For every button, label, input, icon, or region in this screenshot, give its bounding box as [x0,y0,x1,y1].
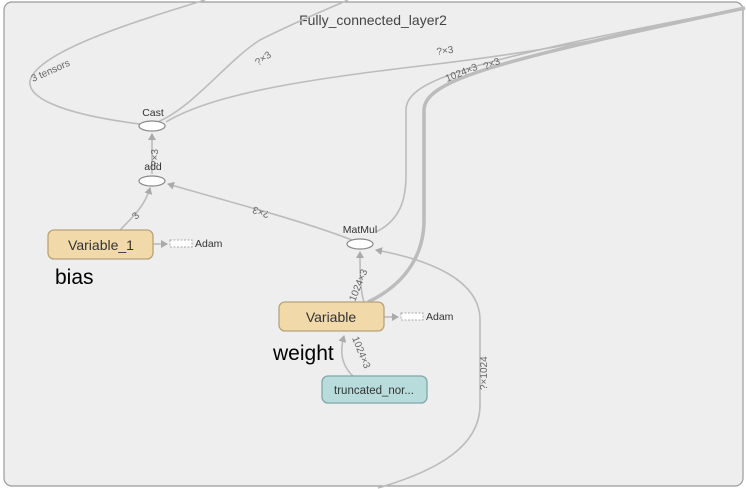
edge-var1-to-add[interactable] [119,187,153,231]
variable-1-box[interactable] [47,229,154,260]
variable-box[interactable] [278,301,385,332]
add-node-label: add [144,161,162,173]
add-node[interactable]: add [138,161,166,187]
adam-aux-box-2[interactable] [400,312,424,321]
edge-three-tensors[interactable] [29,0,206,125]
variable-1-node[interactable]: Variable_1 [47,229,154,260]
edge-right-input[interactable] [375,247,481,489]
adam-aux-label-2: Adam [426,311,454,323]
matmul-node[interactable]: MatMul [343,224,377,250]
truncated-normal-label: truncated_nor... [334,385,414,397]
adam-aux-node-2[interactable]: Adam [400,311,454,323]
adam-aux-node-1[interactable]: Adam [169,238,223,250]
edge-matmul-to-add[interactable] [167,181,353,241]
bias-annotation: bias [55,266,94,289]
add-node-shape[interactable] [138,175,166,187]
truncated-normal-box[interactable] [321,375,428,404]
cast-node-label: Cast [142,107,164,119]
variable-label: Variable [306,309,357,325]
edge-label-right-input: ?×1024 [479,356,490,390]
cast-node-shape[interactable] [138,120,166,132]
edge-matmul-up[interactable] [375,7,746,233]
variable-1-label: Variable_1 [68,237,134,253]
edge-variable-to-matmul[interactable] [356,251,365,303]
weight-annotation: weight [272,342,334,365]
edge-cast-top[interactable] [151,0,349,125]
adam-aux-box-1[interactable] [169,239,193,248]
matmul-node-label: MatMul [343,224,377,236]
truncated-normal-node[interactable]: truncated_nor... [321,375,428,404]
adam-aux-label-1: Adam [195,238,223,250]
cast-node[interactable]: Cast [138,107,166,132]
edge-label-add-to-cast: ?×3 [150,149,161,166]
variable-node[interactable]: Variable [278,301,385,332]
edge-label-right-top: ?×3 [436,45,455,58]
matmul-node-shape[interactable] [346,238,374,250]
group-title: Fully_connected_layer2 [299,12,447,28]
edge-variable-thick[interactable] [367,6,746,304]
edge-truncated-to-variable[interactable] [338,335,356,379]
